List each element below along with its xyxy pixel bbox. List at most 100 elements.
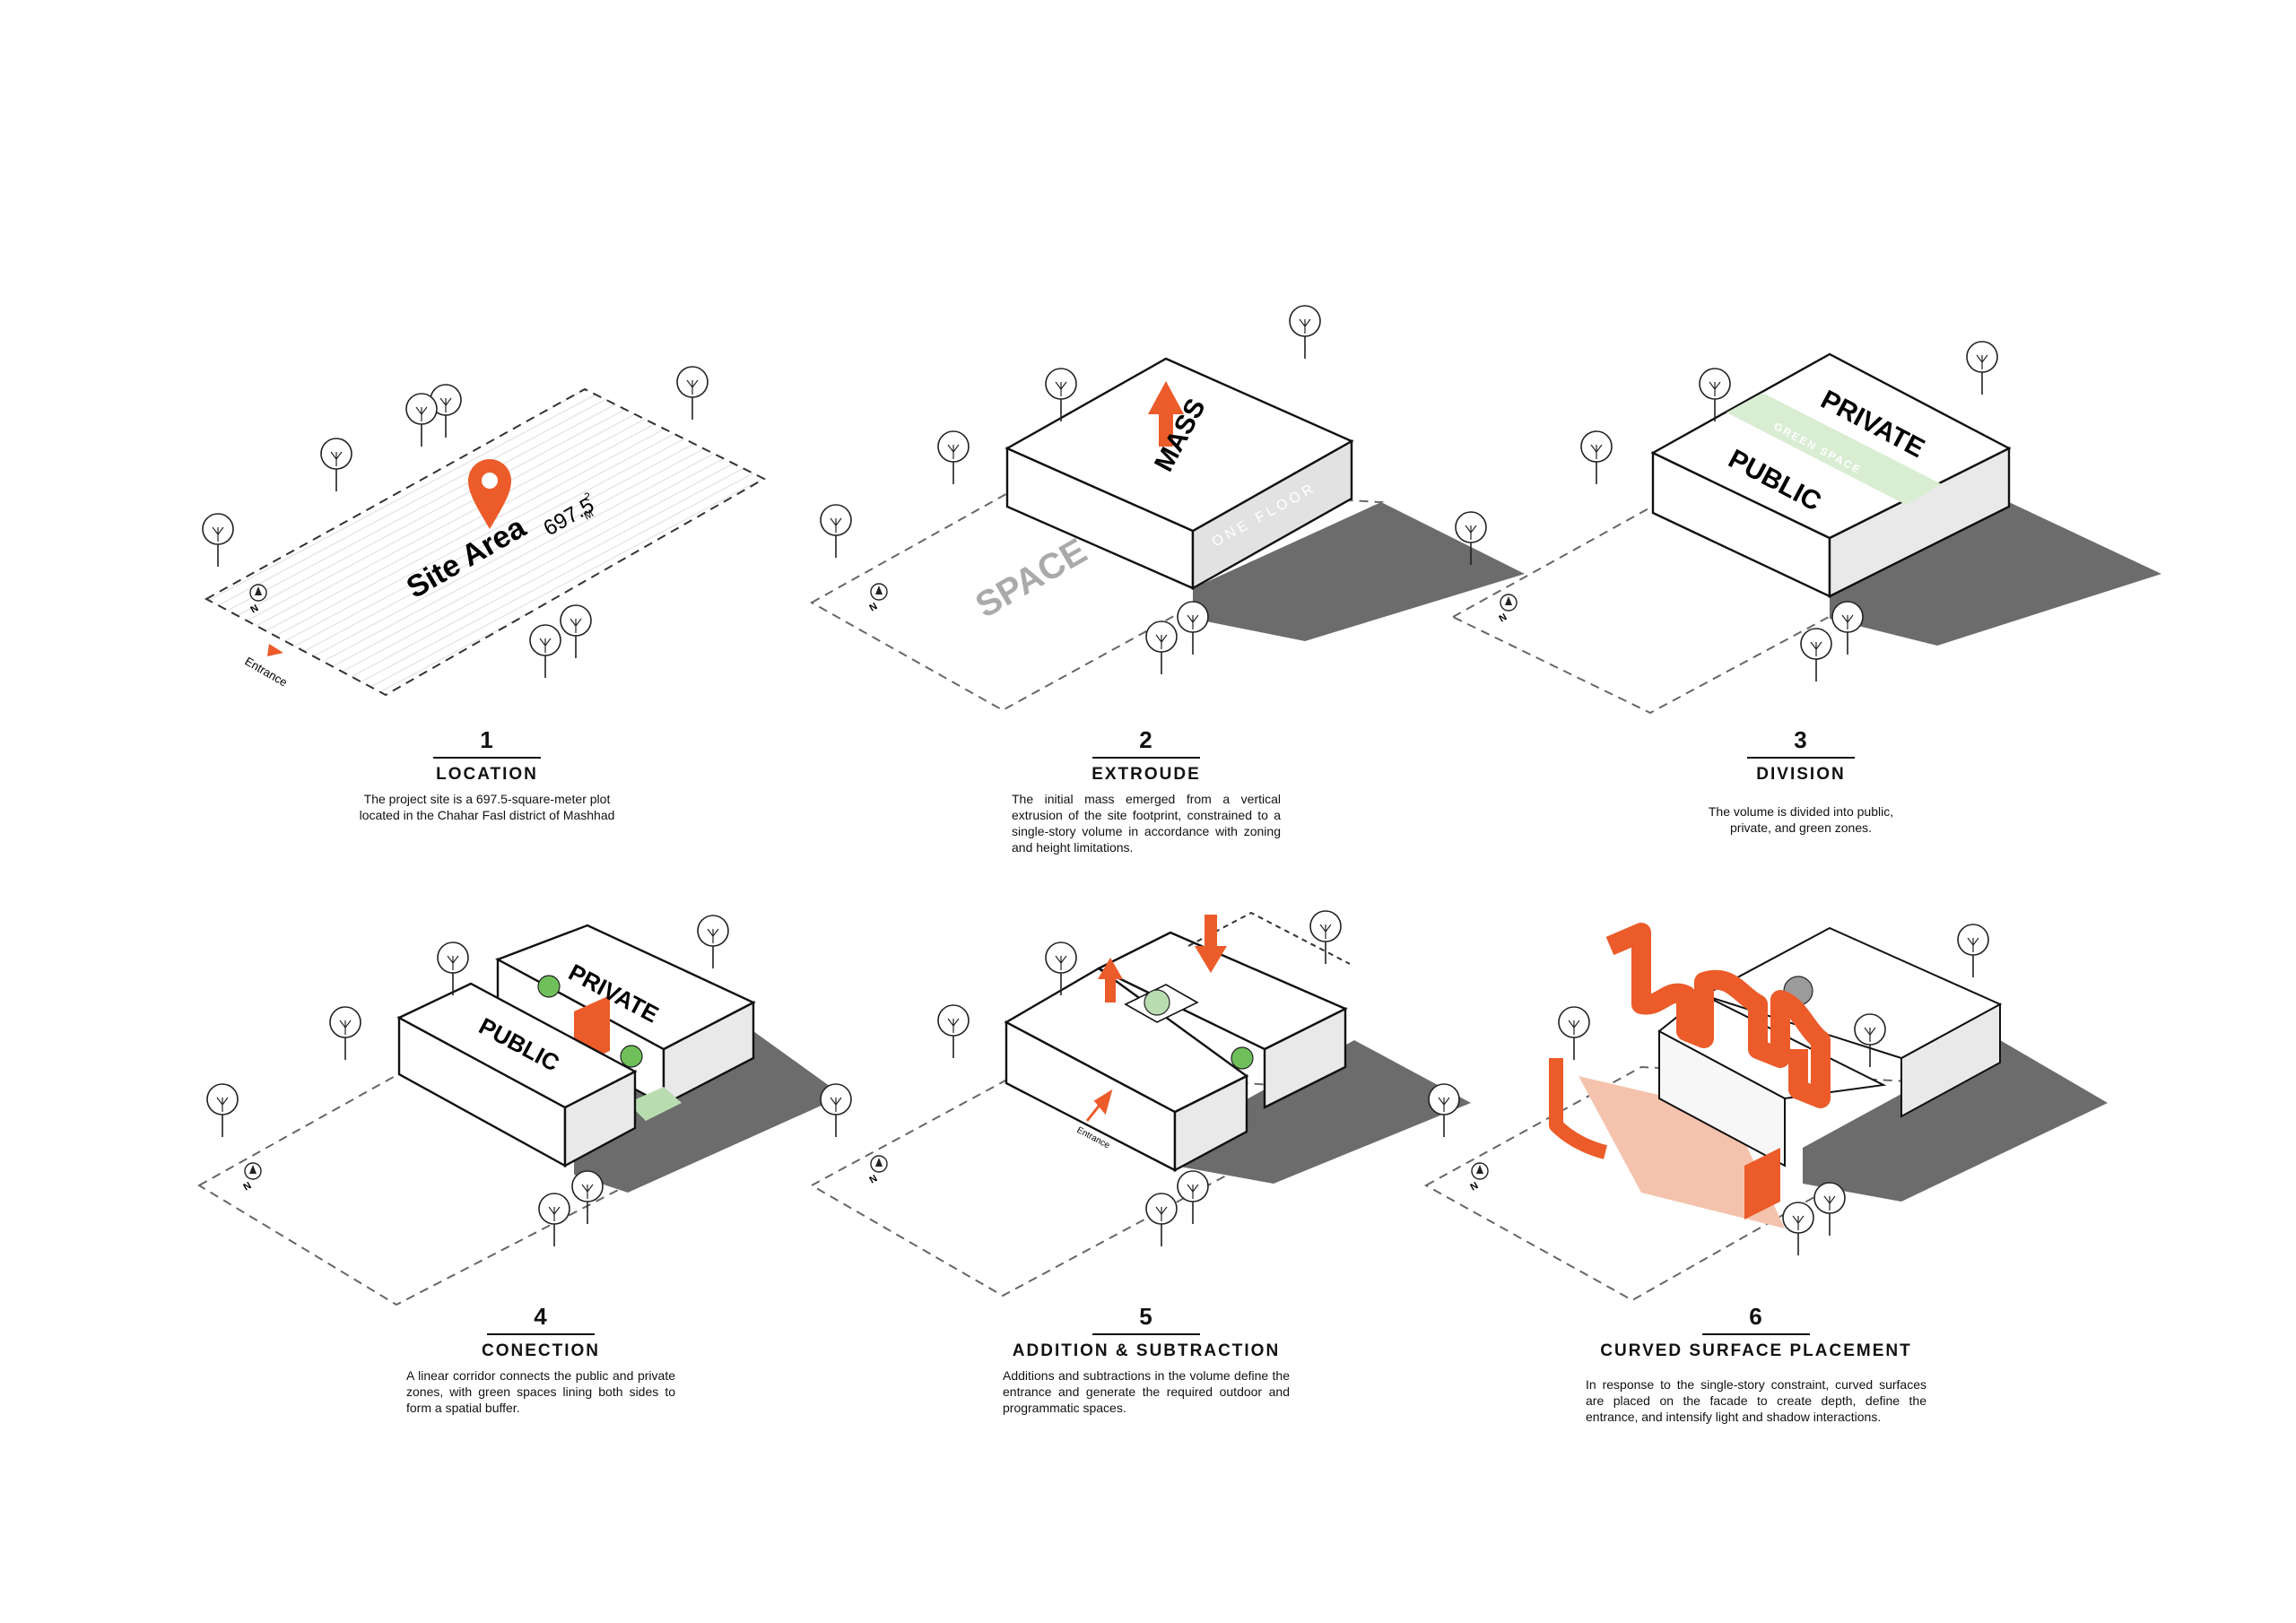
tree-icon bbox=[820, 504, 852, 559]
caption-rule bbox=[1092, 757, 1200, 759]
entrance-label: Entrance bbox=[243, 655, 291, 690]
tree-icon bbox=[1145, 621, 1178, 675]
step-number: 2 bbox=[1139, 726, 1153, 753]
green-space-band bbox=[1726, 393, 1942, 505]
north-arrow-icon bbox=[1500, 594, 1518, 612]
tree-icon bbox=[1428, 1083, 1460, 1138]
addition-arrow-icon bbox=[1098, 958, 1123, 1002]
green-space-tree-icon bbox=[537, 975, 561, 998]
step-description: The project site is a 697.5-square-meter… bbox=[359, 792, 615, 822]
building-shadow bbox=[1803, 1040, 2108, 1202]
tree-icon bbox=[1558, 1006, 1590, 1061]
north-arrow-icon bbox=[870, 583, 888, 601]
tree-icon bbox=[1177, 1170, 1209, 1225]
step-description: Additions and subtractions in the volume… bbox=[1003, 1368, 1290, 1415]
caption-rule bbox=[433, 757, 541, 759]
tree-icon bbox=[560, 604, 592, 659]
caption-rule bbox=[1702, 1333, 1810, 1335]
north-label: N bbox=[1498, 612, 1509, 624]
panel-6-curved-surfaces: N bbox=[1423, 923, 2108, 1302]
caption-step-4: 4 CONECTION A linear corridor connects t… bbox=[379, 1303, 702, 1416]
tree-icon bbox=[1813, 1182, 1846, 1237]
step-number: 4 bbox=[534, 1303, 548, 1330]
step-number: 3 bbox=[1794, 726, 1808, 753]
public-top bbox=[396, 982, 638, 1109]
tree-icon bbox=[1957, 924, 1989, 978]
caption-step-3: 3 DIVISION The volume is divided into pu… bbox=[1639, 726, 1962, 836]
space-label: SPACE bbox=[970, 531, 1094, 626]
panel-1-location: N Site Area 697.5 M 2 Entrance bbox=[202, 366, 767, 697]
tree-icon bbox=[1854, 1013, 1886, 1068]
north-label: N bbox=[868, 1173, 880, 1185]
volume-shadow bbox=[1830, 502, 2161, 646]
step-title: DIVISION bbox=[1756, 765, 1846, 784]
courtyard-tree-icon bbox=[1231, 1046, 1254, 1070]
entry-court bbox=[1578, 1076, 1785, 1228]
courtyard-tree-icon bbox=[1144, 989, 1170, 1016]
tree-icon bbox=[937, 430, 970, 485]
mass-top bbox=[1004, 357, 1354, 533]
step-title: LOCATION bbox=[436, 765, 538, 784]
entrance-arrow-icon bbox=[267, 644, 283, 656]
step-number: 5 bbox=[1139, 1303, 1153, 1330]
tree-icon bbox=[320, 438, 352, 492]
site-footprint bbox=[197, 1063, 811, 1306]
tree-icon bbox=[1289, 305, 1321, 360]
site-plot bbox=[204, 387, 767, 697]
tree-icon bbox=[1831, 601, 1864, 655]
tree-icon bbox=[676, 366, 709, 421]
green-buffer bbox=[628, 1087, 682, 1121]
step-title: EXTROUDE bbox=[1091, 765, 1201, 784]
step-description: The volume is divided into public, priva… bbox=[1708, 804, 1894, 835]
panel-3-division: PRIVATE GREEN SPACE PUBLIC N bbox=[1450, 341, 2161, 715]
step-title: CURVED SURFACE PLACEMENT bbox=[1600, 1341, 1912, 1360]
tree-icon bbox=[1309, 910, 1342, 965]
north-arrow-icon bbox=[870, 1155, 888, 1173]
volume-right-top bbox=[1096, 931, 1348, 1051]
subtraction-arrow-icon bbox=[1195, 915, 1227, 973]
extrude-arrow-icon bbox=[1148, 381, 1184, 447]
caption-step-1: 1 LOCATION The project site is a 697.5-s… bbox=[326, 726, 648, 823]
tree-icon bbox=[937, 1004, 970, 1059]
tree-icon bbox=[538, 1193, 570, 1247]
area-exponent: 2 bbox=[584, 490, 590, 503]
tree-icon bbox=[329, 1006, 361, 1061]
north-label: N bbox=[868, 601, 880, 613]
tree-icon bbox=[697, 915, 729, 969]
mass-shadow bbox=[1175, 1040, 1471, 1184]
step-number: 1 bbox=[480, 726, 494, 753]
tree-icon bbox=[571, 1170, 604, 1225]
panel-2-extrude: MASS ONE FLOOR SPACE N bbox=[809, 305, 1525, 712]
mass-shadow bbox=[1193, 502, 1525, 641]
north-arrow-icon bbox=[249, 584, 267, 602]
caption-step-6: 6 CURVED SURFACE PLACEMENT In response t… bbox=[1577, 1303, 1935, 1425]
curved-surface-right bbox=[1744, 1148, 1780, 1219]
caption-rule bbox=[1092, 1333, 1200, 1335]
step-description: A linear corridor connects the public an… bbox=[406, 1368, 675, 1415]
step-number: 6 bbox=[1749, 1303, 1763, 1330]
caption-step-5: 5 ADDITION & SUBTRACTION Additions and s… bbox=[985, 1303, 1308, 1416]
step-description: In response to the single-story constrai… bbox=[1586, 1377, 1926, 1424]
north-arrow-icon bbox=[1471, 1162, 1489, 1180]
tree-icon bbox=[1145, 1193, 1178, 1247]
curved-surface-top bbox=[1605, 923, 1831, 1108]
step-title: ADDITION & SUBTRACTION bbox=[1012, 1341, 1281, 1360]
tree-icon bbox=[820, 1083, 852, 1138]
step-title: CONECTION bbox=[482, 1341, 600, 1360]
caption-rule bbox=[1747, 757, 1855, 759]
tree-icon bbox=[202, 513, 234, 568]
location-pin-icon bbox=[468, 459, 511, 529]
north-arrow-icon bbox=[244, 1162, 262, 1180]
tree-icon bbox=[1966, 341, 1998, 395]
tree-icon bbox=[206, 1083, 239, 1138]
panel-4-connection: PRIVATE PUBLIC N bbox=[197, 915, 843, 1306]
volume-left-top bbox=[1004, 967, 1249, 1114]
caption-step-2: 2 EXTROUDE The initial mass emerged from… bbox=[985, 726, 1308, 855]
mass-shadow bbox=[574, 1031, 843, 1193]
tree-icon bbox=[405, 393, 438, 447]
tree-icon bbox=[1800, 628, 1832, 682]
panel-5-addition-subtraction: Entrance N bbox=[809, 910, 1471, 1298]
entrance-arrow-icon bbox=[1085, 1089, 1113, 1122]
curved-surface-left bbox=[1549, 1058, 1608, 1159]
